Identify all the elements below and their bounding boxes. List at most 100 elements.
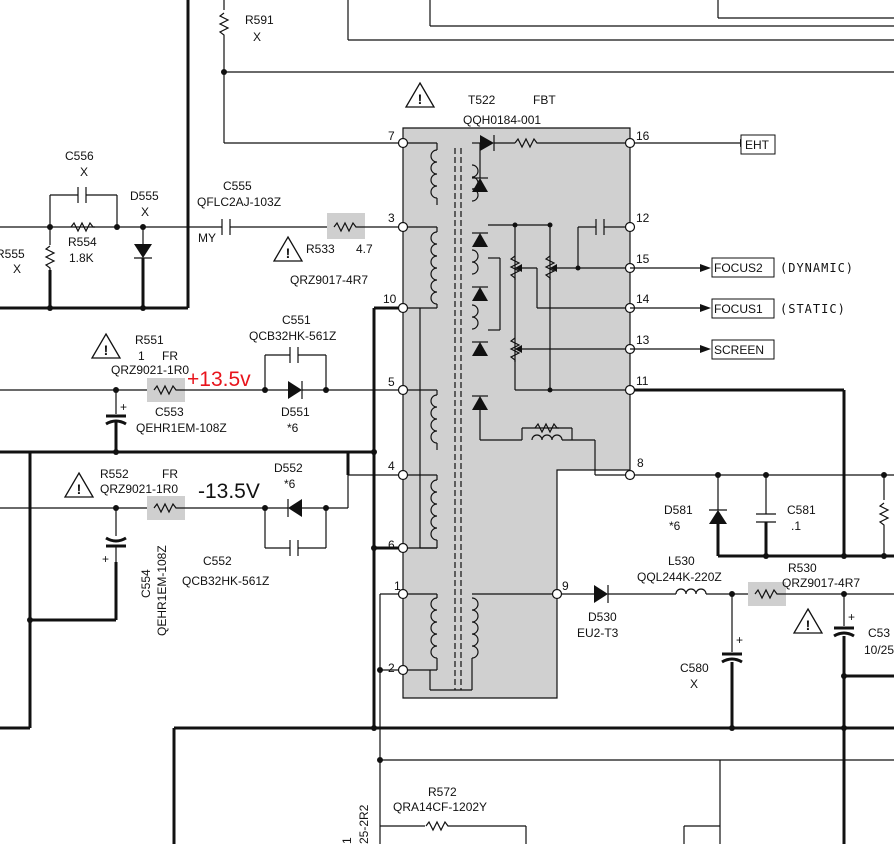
- pin-label: 10: [383, 292, 397, 306]
- output-arrows: [630, 134, 776, 360]
- c555-ref: C555: [223, 179, 252, 193]
- pin-label: 6: [388, 538, 395, 552]
- r572-ref: R572: [428, 785, 457, 799]
- c551-part: QCB32HK-561Z: [249, 329, 336, 343]
- pin-5: [397, 384, 409, 396]
- pin-9: [551, 588, 563, 600]
- l530-part: QQL244K-220Z: [637, 570, 722, 584]
- minus-voltage: -13.5V: [198, 480, 260, 503]
- c580-ref: C580: [680, 661, 709, 675]
- right-wiring: [557, 142, 894, 844]
- c553-part: QEHR1EM-108Z: [136, 421, 227, 435]
- pin-4: [397, 469, 409, 481]
- screen-label: SCREEN: [714, 343, 764, 357]
- pin-12: [624, 221, 636, 233]
- svg-text:+: +: [120, 400, 127, 414]
- warning-icon-r552: [64, 472, 94, 498]
- warning-icon-fbt: [405, 82, 435, 108]
- c53x-ref: C53: [868, 626, 890, 640]
- c552-ref: C552: [203, 554, 232, 568]
- r555-val: X: [13, 262, 21, 276]
- top-wiring: [0, 0, 894, 310]
- r554-val: 1.8K: [69, 251, 94, 265]
- d581-val: *6: [669, 519, 681, 533]
- focus1-label: FOCUS1: [714, 302, 763, 316]
- plus-voltage: +13.5v: [187, 368, 251, 391]
- r552-ref: R552: [100, 467, 129, 481]
- pin-label: 11: [636, 374, 649, 388]
- pin-label: 15: [636, 252, 650, 266]
- warning-icon-r551: [91, 333, 121, 359]
- focus2-note: (DYNAMIC): [780, 261, 854, 275]
- pin-label: 2: [388, 661, 395, 675]
- r530-part: QRZ9017-4R7: [782, 576, 860, 590]
- lower-wiring: [377, 593, 894, 844]
- r591-val: X: [253, 30, 261, 44]
- c553-ref: C553: [155, 405, 184, 419]
- pin-label: 16: [636, 129, 650, 143]
- d530-ref: D530: [588, 610, 617, 624]
- d552-val: *6: [284, 477, 296, 491]
- pin-3: [397, 221, 409, 233]
- r554-ref: R554: [68, 235, 97, 249]
- c554-part: QEHR1EM-108Z: [155, 545, 169, 636]
- focus2-label: FOCUS2: [714, 261, 763, 275]
- d555-ref: D555: [130, 189, 159, 203]
- pin-label: 1: [394, 579, 401, 593]
- fbt-body: [402, 127, 631, 699]
- c581-val: .1: [791, 519, 801, 533]
- pin-label: 3: [388, 211, 395, 225]
- l530-ref: L530: [668, 554, 695, 568]
- pin-label: 9: [562, 579, 569, 593]
- edge-label: 25-2R2: [357, 804, 371, 844]
- voltage-annotations: +13.5v -13.5V: [187, 368, 260, 503]
- r552-note: FR: [162, 467, 178, 481]
- input-network: [0, 187, 403, 311]
- pin-labels: 7 16 3 12 15 10 14 13 5 11 4 8 6 1 9 2: [383, 129, 650, 675]
- svg-text:+: +: [848, 610, 855, 624]
- r572-part: QRA14CF-1202Y: [393, 800, 487, 814]
- edge-label-2: 1: [340, 837, 354, 844]
- c551-ref: C551: [282, 313, 311, 327]
- r551-part: QRZ9021-1R0: [111, 363, 189, 377]
- c555-note: MY: [198, 231, 216, 245]
- pin-label: 8: [637, 456, 644, 470]
- warning-icon-r533: [273, 236, 303, 262]
- svg-text:+: +: [736, 633, 743, 647]
- pin-label: 12: [636, 211, 650, 225]
- fbt-internals: [403, 135, 630, 691]
- eht-label: EHT: [745, 138, 770, 152]
- pin-16: [624, 137, 636, 149]
- c554-ref: C554: [139, 569, 153, 598]
- pin-label: 14: [636, 292, 650, 306]
- fbt-labels: T522 FBT QQH0184-001: [463, 93, 556, 127]
- d530-part: EU2-T3: [577, 626, 619, 640]
- c556-ref: C556: [65, 149, 94, 163]
- output-labels: EHT FOCUS2 (DYNAMIC) FOCUS1 (STATIC) SCR…: [714, 138, 854, 357]
- pin-10: [397, 302, 409, 314]
- d555-val: X: [141, 205, 149, 219]
- c552-part: QCB32HK-561Z: [182, 574, 269, 588]
- pin-11: [624, 384, 636, 396]
- r533-part: QRZ9017-4R7: [290, 273, 368, 287]
- pin-label: 13: [636, 333, 650, 347]
- d551-val: *6: [287, 421, 299, 435]
- r591-ref: R591: [245, 13, 274, 27]
- r533-ref: R533: [306, 242, 335, 256]
- d581-ref: D581: [664, 503, 693, 517]
- pin-label: 5: [388, 375, 395, 389]
- fbt-part: QQH0184-001: [463, 113, 541, 127]
- svg-text:+: +: [102, 552, 109, 566]
- c555-part: QFLC2AJ-103Z: [197, 195, 281, 209]
- fbt-type: FBT: [533, 93, 556, 107]
- c581-ref: C581: [787, 503, 816, 517]
- focus1-note: (STATIC): [780, 302, 846, 316]
- r551-note: FR: [162, 349, 178, 363]
- c556-val: X: [80, 165, 88, 179]
- pin-1: [397, 588, 409, 600]
- r551-val: 1: [138, 349, 145, 363]
- r551-ref: R551: [135, 333, 164, 347]
- pin-6: [397, 542, 409, 554]
- fbt-ref: T522: [468, 93, 496, 107]
